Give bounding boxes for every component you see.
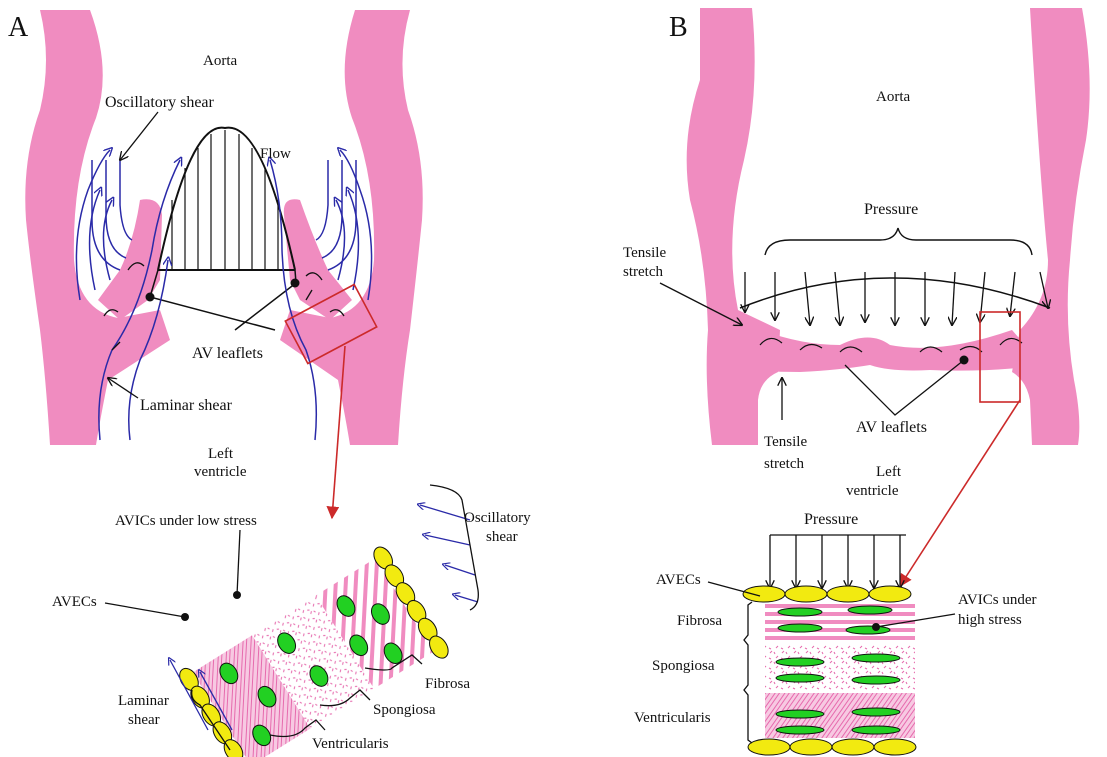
pressure-label-b: Pressure xyxy=(864,201,918,218)
ventricularis-label-a: Ventricularis xyxy=(312,736,389,752)
fibrosa-label-b: Fibrosa xyxy=(677,613,722,629)
oscillatory-bracket xyxy=(430,485,478,610)
avecs-label-a: AVECs xyxy=(52,594,97,610)
left-ventricle-label-b-1: Left xyxy=(876,464,902,480)
aorta-label-b: Aorta xyxy=(876,89,910,105)
leaflet-band-b xyxy=(738,320,1025,372)
spongiosa-label-b: Spongiosa xyxy=(652,658,715,674)
avecs-bottom-b xyxy=(748,739,916,755)
left-ventricle-label-b-2: ventricle xyxy=(846,483,899,499)
av-leaflets-label-b: AV leaflets xyxy=(856,419,927,436)
tensile-stretch-label-2a: Tensile xyxy=(764,434,807,450)
aorta-wall-right-b xyxy=(1012,8,1090,445)
avics-high-label-2: high stress xyxy=(958,612,1022,628)
laminar-shear-label: Laminar shear xyxy=(140,397,233,414)
aorta-label-a: Aorta xyxy=(203,53,237,69)
pressure-arrows-b xyxy=(745,272,1048,325)
ventricularis-label-b: Ventricularis xyxy=(634,710,711,726)
avics-low-label: AVICs under low stress xyxy=(115,513,257,529)
av-leaflets-label-a: AV leaflets xyxy=(192,345,263,362)
avics-high-label-1: AVICs under xyxy=(958,592,1036,608)
leaflet-tip-left xyxy=(146,293,155,302)
panel-b-letter: B xyxy=(669,12,688,43)
aorta-wall-left-b xyxy=(687,8,780,445)
tensile-stretch-label-2b: stretch xyxy=(764,456,804,472)
layers-bracket-b xyxy=(744,602,752,743)
shear-label-zoom: shear xyxy=(128,712,160,728)
laminar-label-zoom: Laminar xyxy=(118,693,169,709)
oscillatory-shear-label: Oscillatory shear xyxy=(105,94,215,111)
left-ventricle-label-a-2: ventricle xyxy=(194,464,247,480)
spongiosa-label-a: Spongiosa xyxy=(373,702,436,718)
pressure-brace-b xyxy=(765,228,1032,255)
fibrosa-label-a: Fibrosa xyxy=(425,676,470,692)
avecs-label-b: AVECs xyxy=(656,572,701,588)
tensile-stretch-label-1a: Tensile xyxy=(623,245,666,261)
tissue-zoom-a xyxy=(176,544,452,757)
oscillatory-shear-label-zoom: shear xyxy=(486,529,518,545)
leaflet-tip-right xyxy=(291,279,300,288)
panel-a-letter: A xyxy=(8,12,29,43)
leaflet-left-a xyxy=(98,199,162,320)
pressure-arrows-zoom-b xyxy=(770,535,900,588)
pressure-bottom-label: Pressure xyxy=(804,511,858,528)
flow-label: Flow xyxy=(260,146,291,162)
tensile-stretch-label-1b: stretch xyxy=(623,264,663,280)
left-ventricle-label-a-1: Left xyxy=(208,446,234,462)
avecs-top-b xyxy=(743,586,911,602)
oscillatory-label-zoom: Oscillatory xyxy=(464,510,531,526)
